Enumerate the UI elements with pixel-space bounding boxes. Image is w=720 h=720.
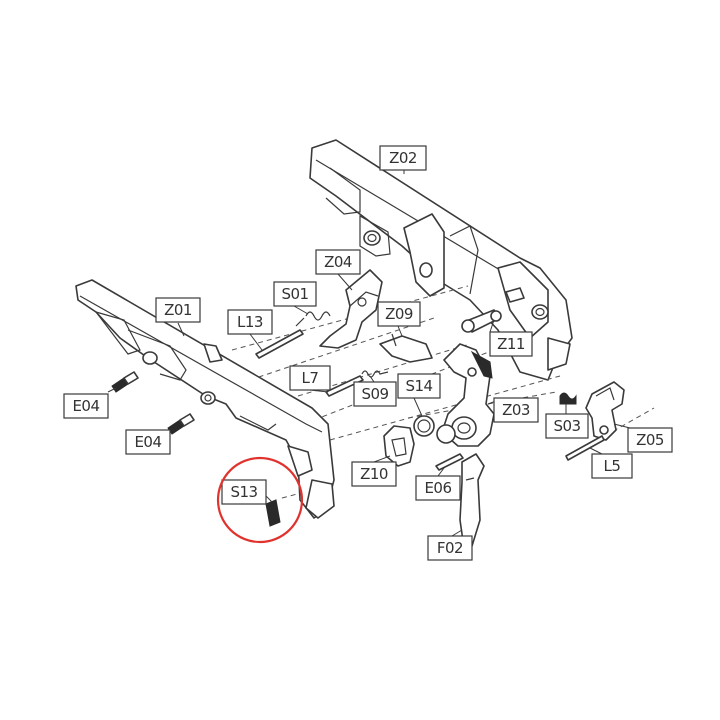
part-z01-frame-rail — [75, 279, 335, 519]
part-z10-plate — [383, 425, 415, 467]
label-s14: S14 — [397, 373, 441, 417]
svg-text:Z09: Z09 — [385, 305, 413, 323]
label-z05: Z05 — [613, 423, 673, 453]
part-s09-spring — [361, 370, 389, 378]
part-z03-hammer — [441, 343, 495, 447]
svg-text:S03: S03 — [553, 417, 580, 435]
label-s01: S01 — [273, 281, 317, 315]
svg-text:S01: S01 — [281, 285, 308, 303]
label-s13: S13 — [221, 479, 273, 505]
part-l5-pin — [565, 435, 605, 461]
label-l7: L7 — [289, 365, 331, 393]
part-e06-pin — [435, 453, 464, 471]
label-l5: L5 — [589, 447, 633, 479]
part-s01-spring — [295, 311, 331, 327]
label-z03: Z03 — [487, 397, 539, 423]
label-z11: Z11 — [489, 319, 533, 357]
part-z05-block — [585, 381, 625, 441]
label-z01: Z01 — [155, 297, 201, 337]
svg-text:S13: S13 — [230, 483, 257, 501]
svg-text:Z01: Z01 — [164, 301, 192, 319]
part-z11-lever — [461, 309, 502, 333]
svg-text:Z04: Z04 — [324, 253, 352, 271]
label-f02: F02 — [427, 529, 473, 561]
label-z02: Z02 — [379, 145, 427, 174]
part-l13-pin — [255, 329, 304, 359]
part-z02-frame-rail — [309, 139, 573, 381]
svg-text:L13: L13 — [237, 313, 263, 331]
highlight-circle-s13 — [216, 456, 304, 544]
part-z09-disconnector — [379, 333, 433, 363]
part-e04-screw-lower — [167, 413, 195, 435]
label-s09: S09 — [353, 375, 397, 407]
svg-text:Z02: Z02 — [389, 149, 417, 167]
svg-text:E04: E04 — [134, 433, 161, 451]
svg-text:Z10: Z10 — [360, 465, 388, 483]
svg-text:E06: E06 — [424, 479, 451, 497]
svg-text:S09: S09 — [361, 385, 388, 403]
label-z10: Z10 — [351, 455, 397, 487]
svg-text:Z05: Z05 — [636, 431, 664, 449]
svg-text:L5: L5 — [604, 457, 621, 475]
part-s03-spring — [559, 392, 577, 405]
svg-text:L7: L7 — [302, 369, 319, 387]
label-e04-upper: E04 — [63, 387, 117, 419]
label-l13: L13 — [227, 309, 273, 351]
part-f02-trigger-bar — [459, 453, 485, 549]
part-s13-spring — [265, 499, 281, 527]
part-z04-sear — [319, 269, 383, 349]
svg-text:Z03: Z03 — [502, 401, 530, 419]
label-z04: Z04 — [315, 249, 361, 291]
label-e04-lower: E04 — [125, 429, 171, 455]
part-l7-pin — [325, 375, 364, 397]
label-z09: Z09 — [377, 301, 421, 337]
part-s14-spring-ring — [413, 415, 456, 444]
svg-text:Z11: Z11 — [497, 335, 525, 353]
svg-text:F02: F02 — [437, 539, 463, 557]
label-e06: E06 — [415, 467, 461, 501]
part-e04-screw-upper — [111, 371, 139, 393]
svg-text:S14: S14 — [405, 377, 432, 395]
svg-text:E04: E04 — [72, 397, 99, 415]
label-s03: S03 — [545, 404, 589, 439]
